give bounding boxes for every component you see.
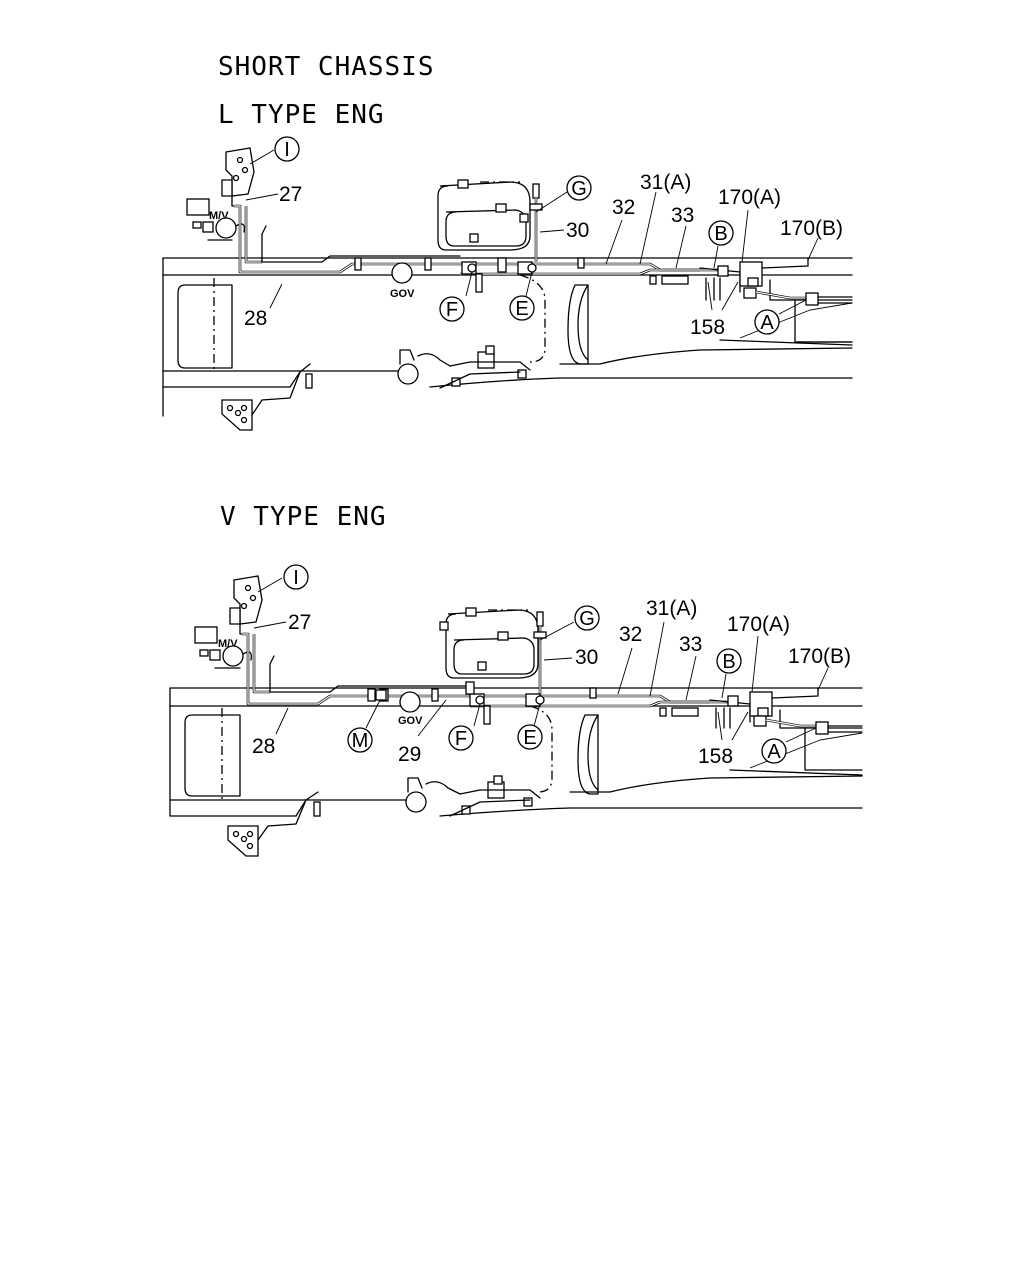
label-170a: 170(A) (718, 186, 781, 209)
callout-B: B (716, 648, 742, 674)
mounting-bracket (229, 575, 263, 635)
mounting-bracket (221, 147, 255, 207)
label-32: 32 (619, 623, 642, 646)
callout-A-letter: A (767, 741, 781, 763)
fittings-f-e (461, 257, 537, 293)
callout-E-letter: E (515, 298, 528, 320)
lower-components (289, 345, 531, 389)
label-170b: 170(B) (780, 217, 843, 240)
pipe-28 (234, 204, 461, 274)
leader-lines (253, 577, 829, 743)
callout-F-letter: F (446, 299, 458, 321)
v-type-heading: V TYPE ENG (220, 502, 387, 532)
governor: GOV (367, 688, 439, 727)
callout-M: M (347, 727, 373, 753)
callout-M-letter: M (352, 730, 369, 752)
callout-G: G (574, 605, 600, 631)
callout-F: F (439, 296, 465, 322)
gov-label: GOV (398, 715, 423, 727)
label-28: 28 (244, 307, 267, 330)
label-28: 28 (252, 735, 275, 758)
callout-E: E (509, 295, 535, 321)
lower-bracket (227, 799, 307, 857)
callout-B-letter: B (714, 223, 727, 245)
governor: GOV (354, 257, 432, 300)
label-158: 158 (698, 745, 733, 768)
callout-A: A (761, 738, 787, 764)
callout-F: F (448, 725, 474, 751)
callout-I-letter: I (284, 139, 290, 161)
label-29: 29 (398, 743, 421, 766)
mv-valve: M/V (186, 198, 245, 241)
pipe-30 (529, 183, 543, 262)
label-33: 33 (671, 204, 694, 227)
callout-E-letter: E (523, 727, 536, 749)
label-170b: 170(B) (788, 645, 851, 668)
callout-I: I (283, 564, 309, 590)
label-31a: 31(A) (646, 597, 697, 620)
lower-components (295, 775, 541, 817)
pipe-28 (242, 632, 471, 706)
callout-A: A (754, 309, 780, 335)
rear-valves (715, 687, 863, 735)
page-title: SHORT CHASSIS (218, 52, 435, 82)
label-170a: 170(A) (727, 613, 790, 636)
air-tank (439, 607, 539, 679)
v-type-eng-section: V TYPE ENG (169, 502, 863, 857)
l-type-heading: L TYPE ENG (218, 100, 385, 130)
rear-valves (705, 257, 853, 306)
label-32: 32 (612, 196, 635, 219)
label-27: 27 (288, 611, 311, 634)
label-158: 158 (690, 316, 725, 339)
leader-lines (245, 149, 819, 315)
pipe-32-31-33 (460, 257, 741, 293)
pipe-30 (533, 611, 547, 694)
callout-I-letter: I (293, 567, 299, 589)
callout-G-letter: G (579, 608, 595, 630)
mv-valve: M/V (194, 626, 252, 669)
label-30: 30 (575, 646, 598, 669)
chassis-frame (169, 687, 863, 817)
callout-E: E (517, 724, 543, 750)
gov-label: GOV (390, 288, 415, 300)
callout-B: B (708, 220, 734, 246)
callout-B-letter: B (722, 651, 735, 673)
pipe-32-31-33 (470, 687, 751, 723)
air-tank (437, 179, 531, 251)
label-27: 27 (279, 183, 302, 206)
label-30: 30 (566, 219, 589, 242)
l-type-eng-section: L TYPE ENG (162, 100, 853, 431)
label-33: 33 (679, 633, 702, 656)
callout-A-letter: A (760, 312, 774, 334)
lower-bracket (221, 371, 301, 431)
callout-I: I (274, 136, 300, 162)
label-31a: 31(A) (640, 171, 691, 194)
fittings-m-f-e (375, 681, 545, 725)
callout-G: G (566, 175, 592, 201)
callout-F-letter: F (455, 728, 467, 750)
callout-G-letter: G (571, 178, 587, 200)
